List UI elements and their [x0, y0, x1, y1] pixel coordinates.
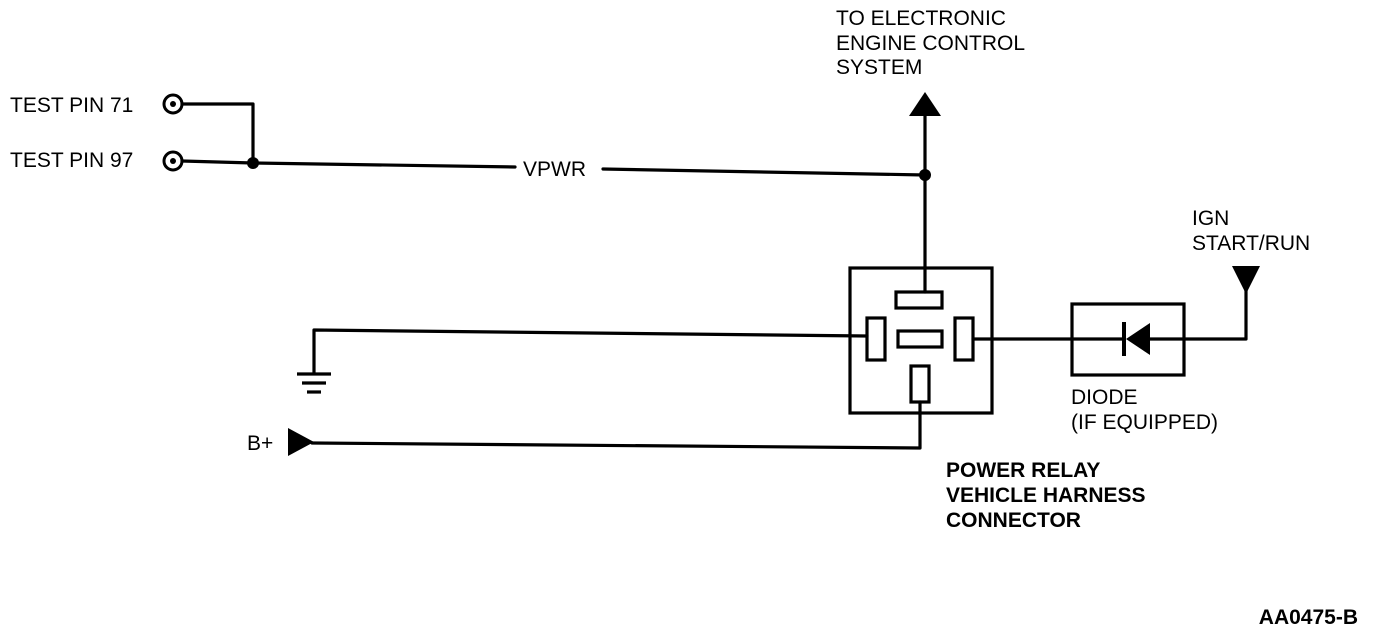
diode-symbol-icon — [1072, 322, 1184, 356]
eec-label-line1: TO ELECTRONIC — [836, 7, 1006, 30]
figure-id: AA0475-B — [1259, 606, 1358, 629]
connector-label-line1: POWER RELAY — [946, 459, 1100, 482]
relay-terminal-top — [894, 290, 944, 310]
diode-label-line2: (IF EQUIPPED) — [1071, 411, 1218, 434]
test-pin-terminal-icon — [162, 93, 184, 115]
test-pin-terminal-icon — [162, 150, 184, 172]
relay-terminal-center — [896, 329, 944, 349]
arrow-down-icon — [1232, 266, 1260, 294]
vpwr-wire-left — [251, 161, 517, 169]
connector-label-line2: VEHICLE HARNESS — [946, 484, 1146, 507]
power-relay-connector — [848, 266, 994, 415]
arrow-up-icon — [909, 92, 941, 116]
b-plus-label: B+ — [247, 432, 273, 455]
relay-terminal-left — [865, 316, 887, 362]
vpwr-wire-right — [601, 167, 927, 177]
test-pin-71-wire — [180, 102, 255, 165]
ground-wire — [312, 328, 869, 375]
eec-label-line3: SYSTEM — [836, 56, 922, 79]
ground-symbol-icon — [297, 372, 331, 394]
diode-label-line1: DIODE — [1071, 386, 1138, 409]
b-plus-wire — [310, 400, 922, 450]
ign-label-line1: IGN — [1192, 207, 1229, 230]
ign-label-line2: START/RUN — [1192, 232, 1310, 255]
junction-dot — [919, 169, 931, 181]
eec-label-line2: ENGINE CONTROL — [836, 32, 1025, 55]
test-pin-97-wire — [180, 159, 255, 165]
connector-label-line3: CONNECTOR — [946, 509, 1081, 532]
test-pin-71-label: TEST PIN 71 — [10, 94, 133, 117]
arrow-right-icon — [288, 428, 314, 456]
ign-wire — [1182, 286, 1248, 341]
test-pin-97-label: TEST PIN 97 — [10, 149, 133, 172]
relay-terminal-bottom — [909, 364, 931, 404]
vpwr-label: VPWR — [523, 158, 586, 181]
relay-terminal-right — [953, 316, 975, 362]
